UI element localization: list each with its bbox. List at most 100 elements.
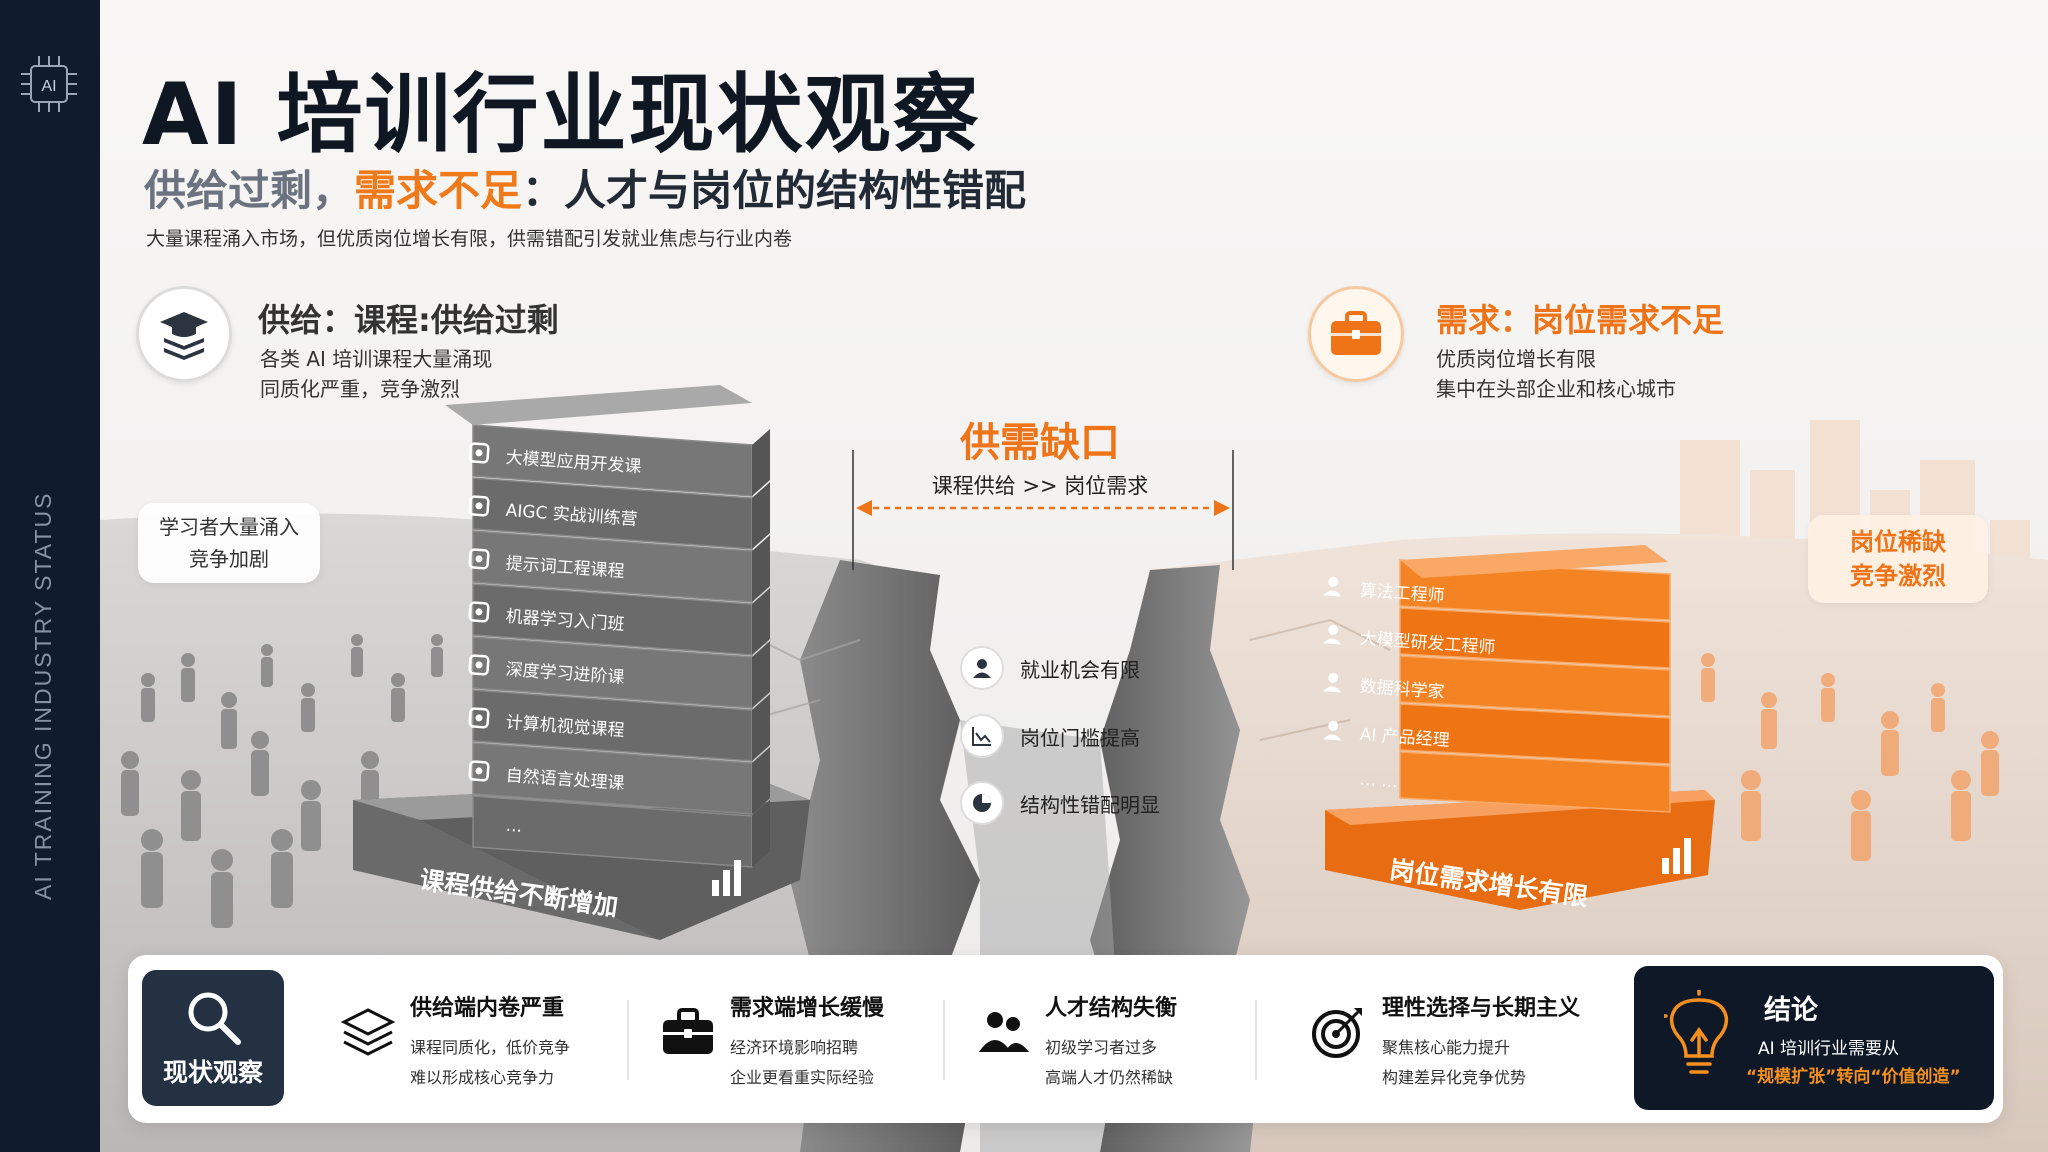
job-stack-label: 大模型研发工程师 bbox=[1319, 620, 1496, 658]
lightbulb-icon bbox=[1664, 990, 1729, 1074]
summary-title: 供给端内卷严重 bbox=[410, 996, 565, 1021]
divider bbox=[1255, 1000, 1257, 1080]
briefcase-icon bbox=[1308, 286, 1404, 382]
job-stack-layer bbox=[1399, 655, 1671, 717]
conclusion-title: 结论 bbox=[1764, 995, 1818, 1026]
learners-bubble: 学习者大量涌入 竞争加剧 bbox=[138, 503, 320, 583]
subtitle-part-1: 供给过剩， bbox=[144, 166, 355, 215]
job-stack-layer bbox=[1399, 703, 1671, 765]
gap-item-mismatch: 结构性错配明显 bbox=[960, 781, 1160, 825]
job-stack-label-text: 数据科学家 bbox=[1359, 676, 1446, 703]
course-icon bbox=[465, 704, 493, 732]
learners-bubble-line-2: 竞争加剧 bbox=[189, 547, 269, 571]
summary-title: 理性选择与长期主义 bbox=[1382, 996, 1581, 1021]
course-icon bbox=[465, 439, 493, 467]
summary-line-2: 企业更看重实际经验 bbox=[730, 1068, 875, 1087]
job-stack-label-text: 算法工程师 bbox=[1359, 580, 1446, 607]
job-demand-stack bbox=[1325, 545, 1715, 910]
page-tagline: 大量课程涌入市场，但优质岗位增长有限，供需错配引发就业焦虑与行业内卷 bbox=[146, 228, 793, 250]
jobs-scarce-bubble: 岗位稀缺 竞争激烈 bbox=[1808, 515, 1988, 603]
summary-title: 人才结构失衡 bbox=[1045, 996, 1178, 1021]
course-stack-label: ... bbox=[465, 810, 523, 840]
summary-line-1: 课程同质化，低价竞争 bbox=[410, 1038, 571, 1057]
jobs-bubble-line-2: 竞争激烈 bbox=[1850, 562, 1946, 590]
gap-item-label: 就业机会有限 bbox=[1020, 657, 1140, 682]
course-stack-label-text: ... bbox=[505, 815, 523, 837]
svg-text:AI: AI bbox=[41, 78, 56, 95]
gap-item-label: 结构性错配明显 bbox=[1020, 792, 1160, 817]
job-icon bbox=[1319, 764, 1347, 792]
job-stack-layer bbox=[1399, 751, 1671, 813]
course-stack-layer-side bbox=[752, 641, 770, 708]
job-icon bbox=[1319, 668, 1347, 696]
gap-title: 供需缺口 bbox=[960, 420, 1120, 466]
line-chart-icon bbox=[960, 714, 1004, 758]
summary-line-1: 初级学习者过多 bbox=[1045, 1038, 1158, 1057]
conclusion-line-2: “规模扩张”转向“价值创造” bbox=[1746, 1067, 1961, 1087]
course-icon bbox=[465, 810, 493, 838]
course-stack-label: 机器学习入门班 bbox=[465, 598, 625, 635]
job-icon bbox=[1319, 620, 1347, 648]
course-stack-layer-side bbox=[752, 535, 770, 602]
status-label: 现状观察 bbox=[162, 1058, 263, 1087]
briefcase-icon bbox=[663, 1008, 713, 1054]
course-stack-label: AIGC 实战训练营 bbox=[465, 492, 638, 530]
course-stack-label: 提示词工程课程 bbox=[465, 545, 625, 582]
course-stack-layer-side bbox=[752, 800, 770, 867]
job-stack-layer bbox=[1399, 607, 1671, 669]
divider bbox=[943, 1000, 945, 1080]
summary-line-2: 高端人才仍然稀缺 bbox=[1045, 1068, 1174, 1087]
job-stack-label: 算法工程师 bbox=[1319, 572, 1446, 607]
supply-line-2: 同质化严重，竞争激烈 bbox=[260, 377, 460, 401]
job-stack-label: 数据科学家 bbox=[1319, 668, 1446, 703]
course-stack-label: 自然语言处理课 bbox=[465, 757, 625, 794]
conclusion-line-1: AI 培训行业需要从 bbox=[1758, 1039, 1900, 1059]
course-stack-label: 计算机视觉课程 bbox=[465, 704, 625, 741]
course-stack-layer-side bbox=[752, 482, 770, 549]
sidebar-vertical-text: AI TRAINING INDUSTRY STATUS bbox=[30, 491, 56, 900]
summary-line-2: 构建差异化竞争优势 bbox=[1382, 1068, 1527, 1087]
job-stack-label-text: ... ... bbox=[1359, 769, 1399, 793]
subtitle-part-2: 需求不足 bbox=[354, 166, 523, 215]
job-stack-label: ... ... bbox=[1319, 764, 1398, 795]
learners-bubble-line-1: 学习者大量涌入 bbox=[159, 515, 299, 539]
status-observation-box: 现状观察 bbox=[142, 970, 284, 1106]
ai-chip-icon: AI bbox=[21, 56, 77, 112]
course-stack-label: 深度学习进阶课 bbox=[465, 651, 625, 688]
supply-title: 供给：课程:供给过剩 bbox=[258, 301, 559, 339]
conclusion-box: 结论 AI 培训行业需要从 “规模扩张”转向“价值创造” bbox=[1634, 966, 1994, 1110]
demand-line-2: 集中在头部企业和核心城市 bbox=[1436, 377, 1676, 401]
summary-line-1: 经济环境影响招聘 bbox=[730, 1038, 859, 1057]
job-icon bbox=[1319, 716, 1347, 744]
course-icon bbox=[465, 757, 493, 785]
job-stack-label: AI 产品经理 bbox=[1319, 716, 1451, 751]
summary-title: 需求端增长缓慢 bbox=[730, 996, 885, 1021]
sidebar: AI AI TRAINING INDUSTRY STATUS bbox=[0, 0, 100, 1152]
magnifier-icon bbox=[188, 992, 241, 1045]
gap-subtitle: 课程供给 >> 岗位需求 bbox=[931, 474, 1149, 498]
course-stack-layer-side bbox=[752, 588, 770, 655]
course-icon bbox=[465, 545, 493, 573]
course-stack-layer-side bbox=[752, 747, 770, 814]
layers-icon bbox=[340, 1008, 396, 1056]
course-stack-layer-side bbox=[752, 429, 770, 496]
gap-item-threshold: 岗位门槛提高 bbox=[960, 714, 1140, 758]
gap-item-label: 岗位门槛提高 bbox=[1020, 725, 1140, 750]
users-icon bbox=[979, 1012, 1029, 1052]
summary-line-1: 聚焦核心能力提升 bbox=[1382, 1038, 1511, 1057]
subtitle-part-3: ：人才与岗位的结构性错配 bbox=[522, 166, 1027, 215]
divider bbox=[627, 1000, 629, 1080]
course-icon bbox=[465, 598, 493, 626]
person-icon bbox=[960, 646, 1004, 690]
jobs-bubble-line-1: 岗位稀缺 bbox=[1850, 528, 1946, 556]
graduation-cap-icon bbox=[136, 286, 232, 382]
job-icon bbox=[1319, 572, 1347, 600]
supply-line-1: 各类 AI 培训课程大量涌现 bbox=[260, 347, 493, 371]
demand-line-1: 优质岗位增长有限 bbox=[1436, 347, 1596, 371]
course-icon bbox=[465, 492, 493, 520]
course-supply-stack bbox=[353, 385, 810, 940]
page-title: AI 培训行业现状观察 bbox=[142, 65, 981, 165]
course-stack-layer-side bbox=[752, 694, 770, 761]
summary-line-2: 难以形成核心竞争力 bbox=[410, 1068, 555, 1087]
page-subtitle: 供给过剩，需求不足：人才与岗位的结构性错配 bbox=[144, 157, 1026, 218]
